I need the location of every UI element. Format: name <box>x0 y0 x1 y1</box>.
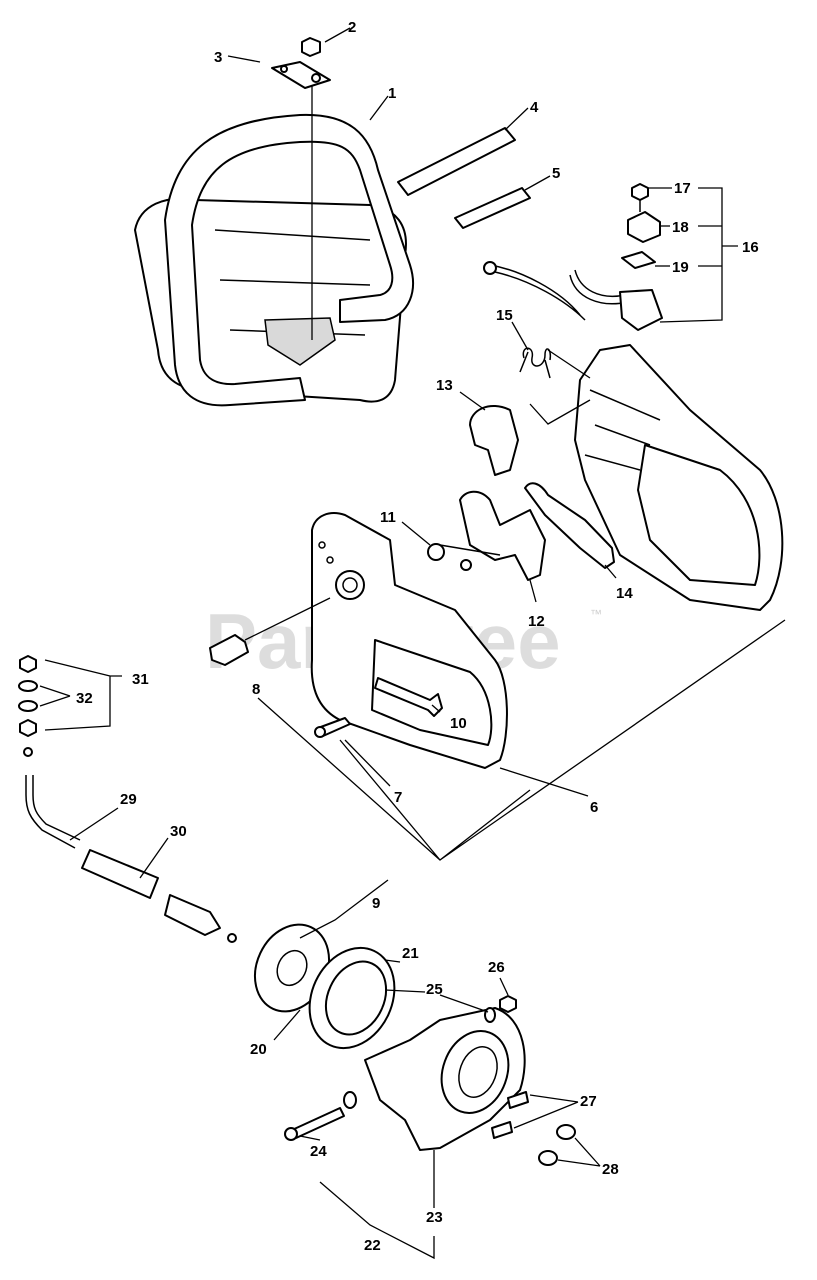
callout-32: 32 <box>76 690 93 707</box>
callout-13: 13 <box>436 377 453 394</box>
callout-21: 21 <box>402 945 419 962</box>
callout-3: 3 <box>214 49 222 66</box>
callout-14: 14 <box>616 585 633 602</box>
part-fitting-8[interactable] <box>209 597 331 666</box>
leader-lines <box>39 27 786 1260</box>
callout-1: 1 <box>388 85 396 102</box>
callout-6: 6 <box>590 799 598 816</box>
callout-18: 18 <box>672 219 689 236</box>
callout-12: 12 <box>528 613 545 630</box>
part-strips[interactable] <box>397 127 531 229</box>
callout-15: 15 <box>496 307 513 324</box>
callout-27: 27 <box>580 1093 597 1110</box>
part-nut-26[interactable] <box>499 995 517 1013</box>
part-switch-hardware[interactable] <box>621 183 661 269</box>
part-throttle-lock[interactable] <box>469 405 519 476</box>
part-nut-and-plate[interactable] <box>271 37 331 89</box>
part-spring-15[interactable] <box>519 347 552 379</box>
callout-8: 8 <box>252 681 260 698</box>
callout-labels: 1 2 3 4 5 6 7 8 9 10 11 12 13 14 15 16 1… <box>76 19 759 1254</box>
callout-9: 9 <box>372 895 380 912</box>
callout-30: 30 <box>170 823 187 840</box>
part-throttle-lever-14[interactable] <box>524 482 615 569</box>
part-gasket-21[interactable] <box>294 934 410 1062</box>
callout-17: 17 <box>674 180 691 197</box>
part-rear-handle-housing[interactable] <box>574 344 784 611</box>
callout-16: 16 <box>742 239 759 256</box>
callout-10: 10 <box>450 715 467 732</box>
callout-11: 11 <box>380 509 396 526</box>
part-bracket-23[interactable] <box>364 1007 526 1151</box>
part-front-handle[interactable] <box>134 85 414 407</box>
callout-20: 20 <box>250 1041 267 1058</box>
part-stop-switch-wiring[interactable] <box>483 261 663 331</box>
callout-5: 5 <box>552 165 560 182</box>
callout-25: 25 <box>426 981 443 998</box>
callout-23: 23 <box>426 1209 443 1226</box>
callout-29: 29 <box>120 791 137 808</box>
part-bolt-10[interactable] <box>374 677 443 717</box>
part-sleeve-30[interactable] <box>81 849 237 943</box>
callout-19: 19 <box>672 259 689 276</box>
callout-4: 4 <box>530 99 539 116</box>
callout-26: 26 <box>488 959 505 976</box>
part-pipe-29[interactable] <box>25 775 81 849</box>
part-throttle-trigger[interactable] <box>427 490 546 581</box>
callout-2: 2 <box>348 19 356 36</box>
part-washer-stack[interactable] <box>18 655 38 757</box>
callout-22: 22 <box>364 1237 381 1254</box>
part-springs-27[interactable] <box>491 1091 529 1139</box>
callout-28: 28 <box>602 1161 619 1178</box>
part-plugs-28[interactable] <box>538 1124 576 1166</box>
part-screw-7[interactable] <box>314 717 351 738</box>
callout-7: 7 <box>394 789 402 806</box>
callout-24: 24 <box>310 1143 327 1160</box>
callout-31: 31 <box>132 671 149 688</box>
part-handle-housing-6[interactable] <box>310 512 508 769</box>
watermark-trademark: ™ <box>590 607 602 621</box>
